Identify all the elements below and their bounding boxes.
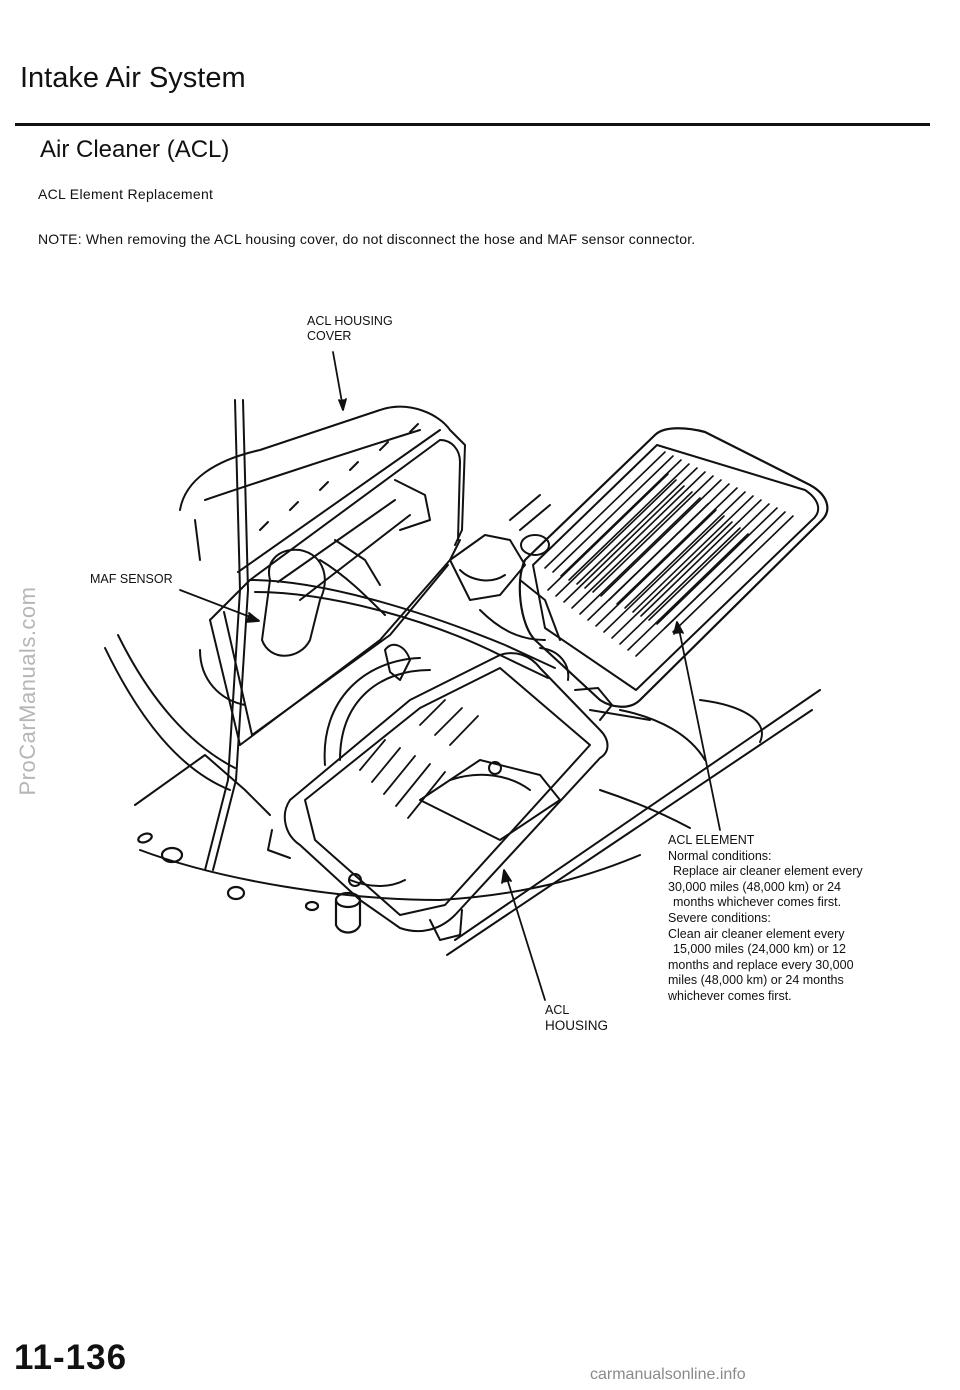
callout-acl-element: ACL ELEMENT Normal conditions: Replace a… — [668, 833, 863, 1005]
callout-acl-housing-cover: ACL HOUSING COVER — [307, 314, 393, 344]
callout-leaders — [179, 351, 721, 1001]
section-title: Air Cleaner (ACL) — [40, 136, 230, 163]
severe-line-2: 15,000 miles (24,000 km) or 12 — [673, 942, 847, 957]
small-holes — [137, 832, 362, 934]
callout-cover-line-1: ACL HOUSING — [307, 314, 393, 328]
page-number: 11-136 — [14, 1338, 128, 1377]
maf-sensor-connector — [449, 494, 570, 681]
severe-line-4: miles (48,000 km) or 24 months — [668, 973, 844, 988]
page-title: Intake Air System — [20, 62, 246, 94]
severe-line-3: months and replace every 30,000 — [668, 957, 854, 972]
subsection-title: ACL Element Replacement — [38, 186, 214, 202]
title-rule — [15, 123, 930, 126]
normal-line-3: months whichever comes first. — [673, 895, 842, 910]
footer-site-watermark: carmanualsonline.info — [590, 1366, 746, 1383]
normal-conditions-heading: Normal conditions: — [668, 848, 772, 863]
severe-line-1: Clean air cleaner element every — [668, 926, 845, 941]
severe-conditions-heading: Severe conditions: — [668, 910, 771, 925]
severe-line-5: whichever comes first. — [668, 988, 792, 1003]
hose-and-cable — [204, 399, 556, 871]
callout-cover-line-2: COVER — [307, 329, 352, 343]
callout-maf-sensor: MAF SENSOR — [90, 572, 173, 586]
note-text: NOTE: When removing the ACL housing cove… — [38, 231, 696, 247]
callout-housing-line-2: HOUSING — [545, 1018, 609, 1033]
normal-line-1: Replace air cleaner element every — [673, 864, 863, 879]
acl-element-drawing — [518, 427, 829, 708]
side-watermark: ProCarManuals.com — [15, 586, 40, 796]
engine-bay-outline — [104, 634, 821, 956]
callout-housing-line-1: ACL — [545, 1003, 570, 1017]
acl-housing-drawing — [267, 643, 613, 941]
callout-element-title: ACL ELEMENT — [668, 833, 755, 847]
callout-acl-housing: ACL HOUSING — [545, 1003, 608, 1033]
acl-housing-cover-drawing — [179, 405, 466, 746]
normal-line-2: 30,000 miles (48,000 km) or 24 — [668, 879, 842, 894]
